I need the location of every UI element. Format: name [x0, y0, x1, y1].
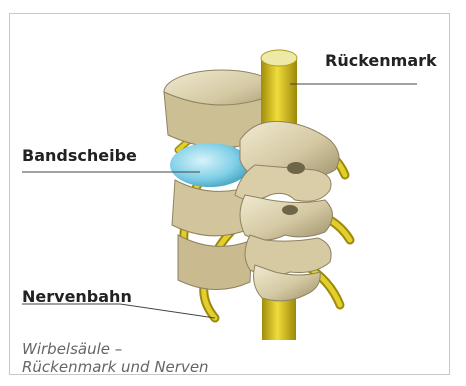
- caption-line-1: Wirbelsäule –: [22, 340, 209, 358]
- leader-line-nerve: [22, 304, 215, 318]
- figure-caption: Wirbelsäule – Rückenmark und Nerven: [22, 340, 209, 376]
- intervertebral-disc: [170, 143, 250, 187]
- label-nerve: Nervenbahn: [22, 287, 132, 306]
- caption-line-2: Rückenmark und Nerven: [22, 358, 209, 376]
- label-spinal-cord: Rückenmark: [325, 51, 437, 70]
- label-disc: Bandscheibe: [22, 146, 137, 165]
